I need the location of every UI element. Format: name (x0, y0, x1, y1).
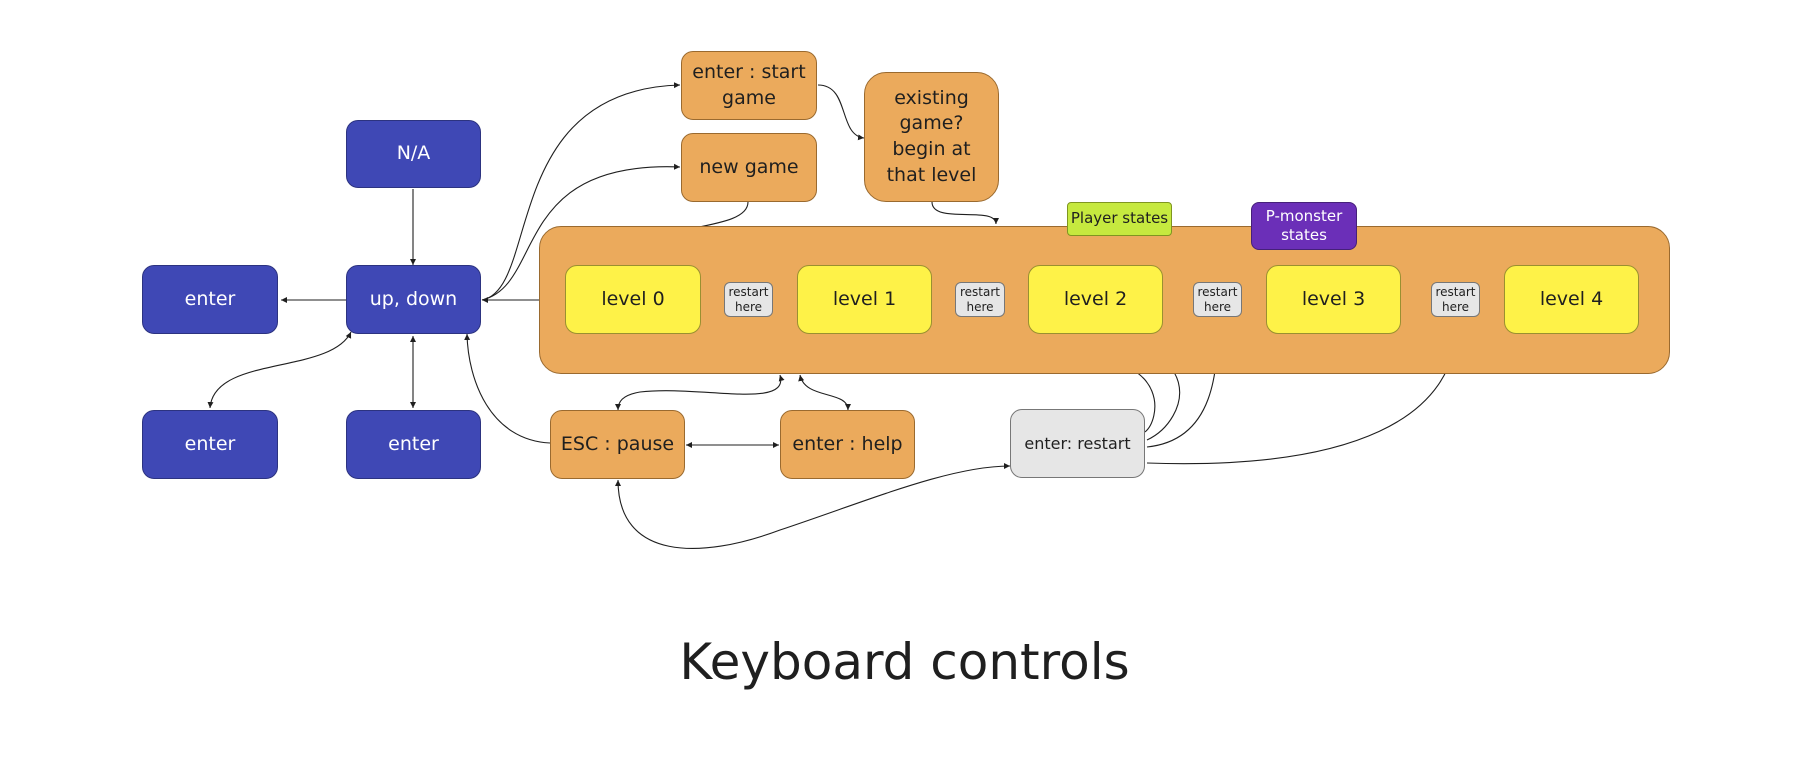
restart-here-3: restart here (1193, 282, 1242, 317)
player-states-tag: Player states (1067, 202, 1172, 236)
up-down-node: up, down (346, 265, 481, 334)
enter-bottom-left-node: enter (142, 410, 278, 479)
existing-game-node: existing game? begin at that level (864, 72, 999, 202)
monster-states-tag: P-monster states (1251, 202, 1357, 250)
restart-here-4: restart here (1431, 282, 1480, 317)
restart-here-1: restart here (724, 282, 773, 317)
edge-updown-to-start-game (481, 82, 681, 301)
edge-updown-enter-bottom-left (207, 331, 352, 409)
edge-updown-to-new-game (481, 163, 681, 301)
edge-existing-to-group (931, 201, 999, 225)
enter-left-node: enter (142, 265, 278, 334)
edge-start-to-existing (817, 84, 865, 141)
level-2-node: level 2 (1028, 265, 1163, 334)
edge-pause-to-restart-game (615, 463, 1011, 550)
edge-pause-to-updown (464, 333, 551, 444)
restart-game-node: enter: restart (1010, 409, 1145, 478)
start-game-node: enter : start game (681, 51, 817, 120)
diagram-title: Keyboard controls (679, 633, 1130, 691)
na-node: N/A (346, 120, 481, 188)
restart-here-2: restart here (955, 282, 1005, 317)
edge-group-to-pause (615, 374, 785, 411)
enter-bottom-node: enter (346, 410, 481, 479)
edge-group-to-help (798, 374, 851, 411)
new-game-node: new game (681, 133, 817, 202)
level-3-node: level 3 (1266, 265, 1401, 334)
level-1-node: level 1 (797, 265, 932, 334)
pause-node: ESC : pause (550, 410, 685, 479)
level-0-node: level 0 (565, 265, 701, 334)
level-4-node: level 4 (1504, 265, 1639, 334)
help-node: enter : help (780, 410, 915, 479)
